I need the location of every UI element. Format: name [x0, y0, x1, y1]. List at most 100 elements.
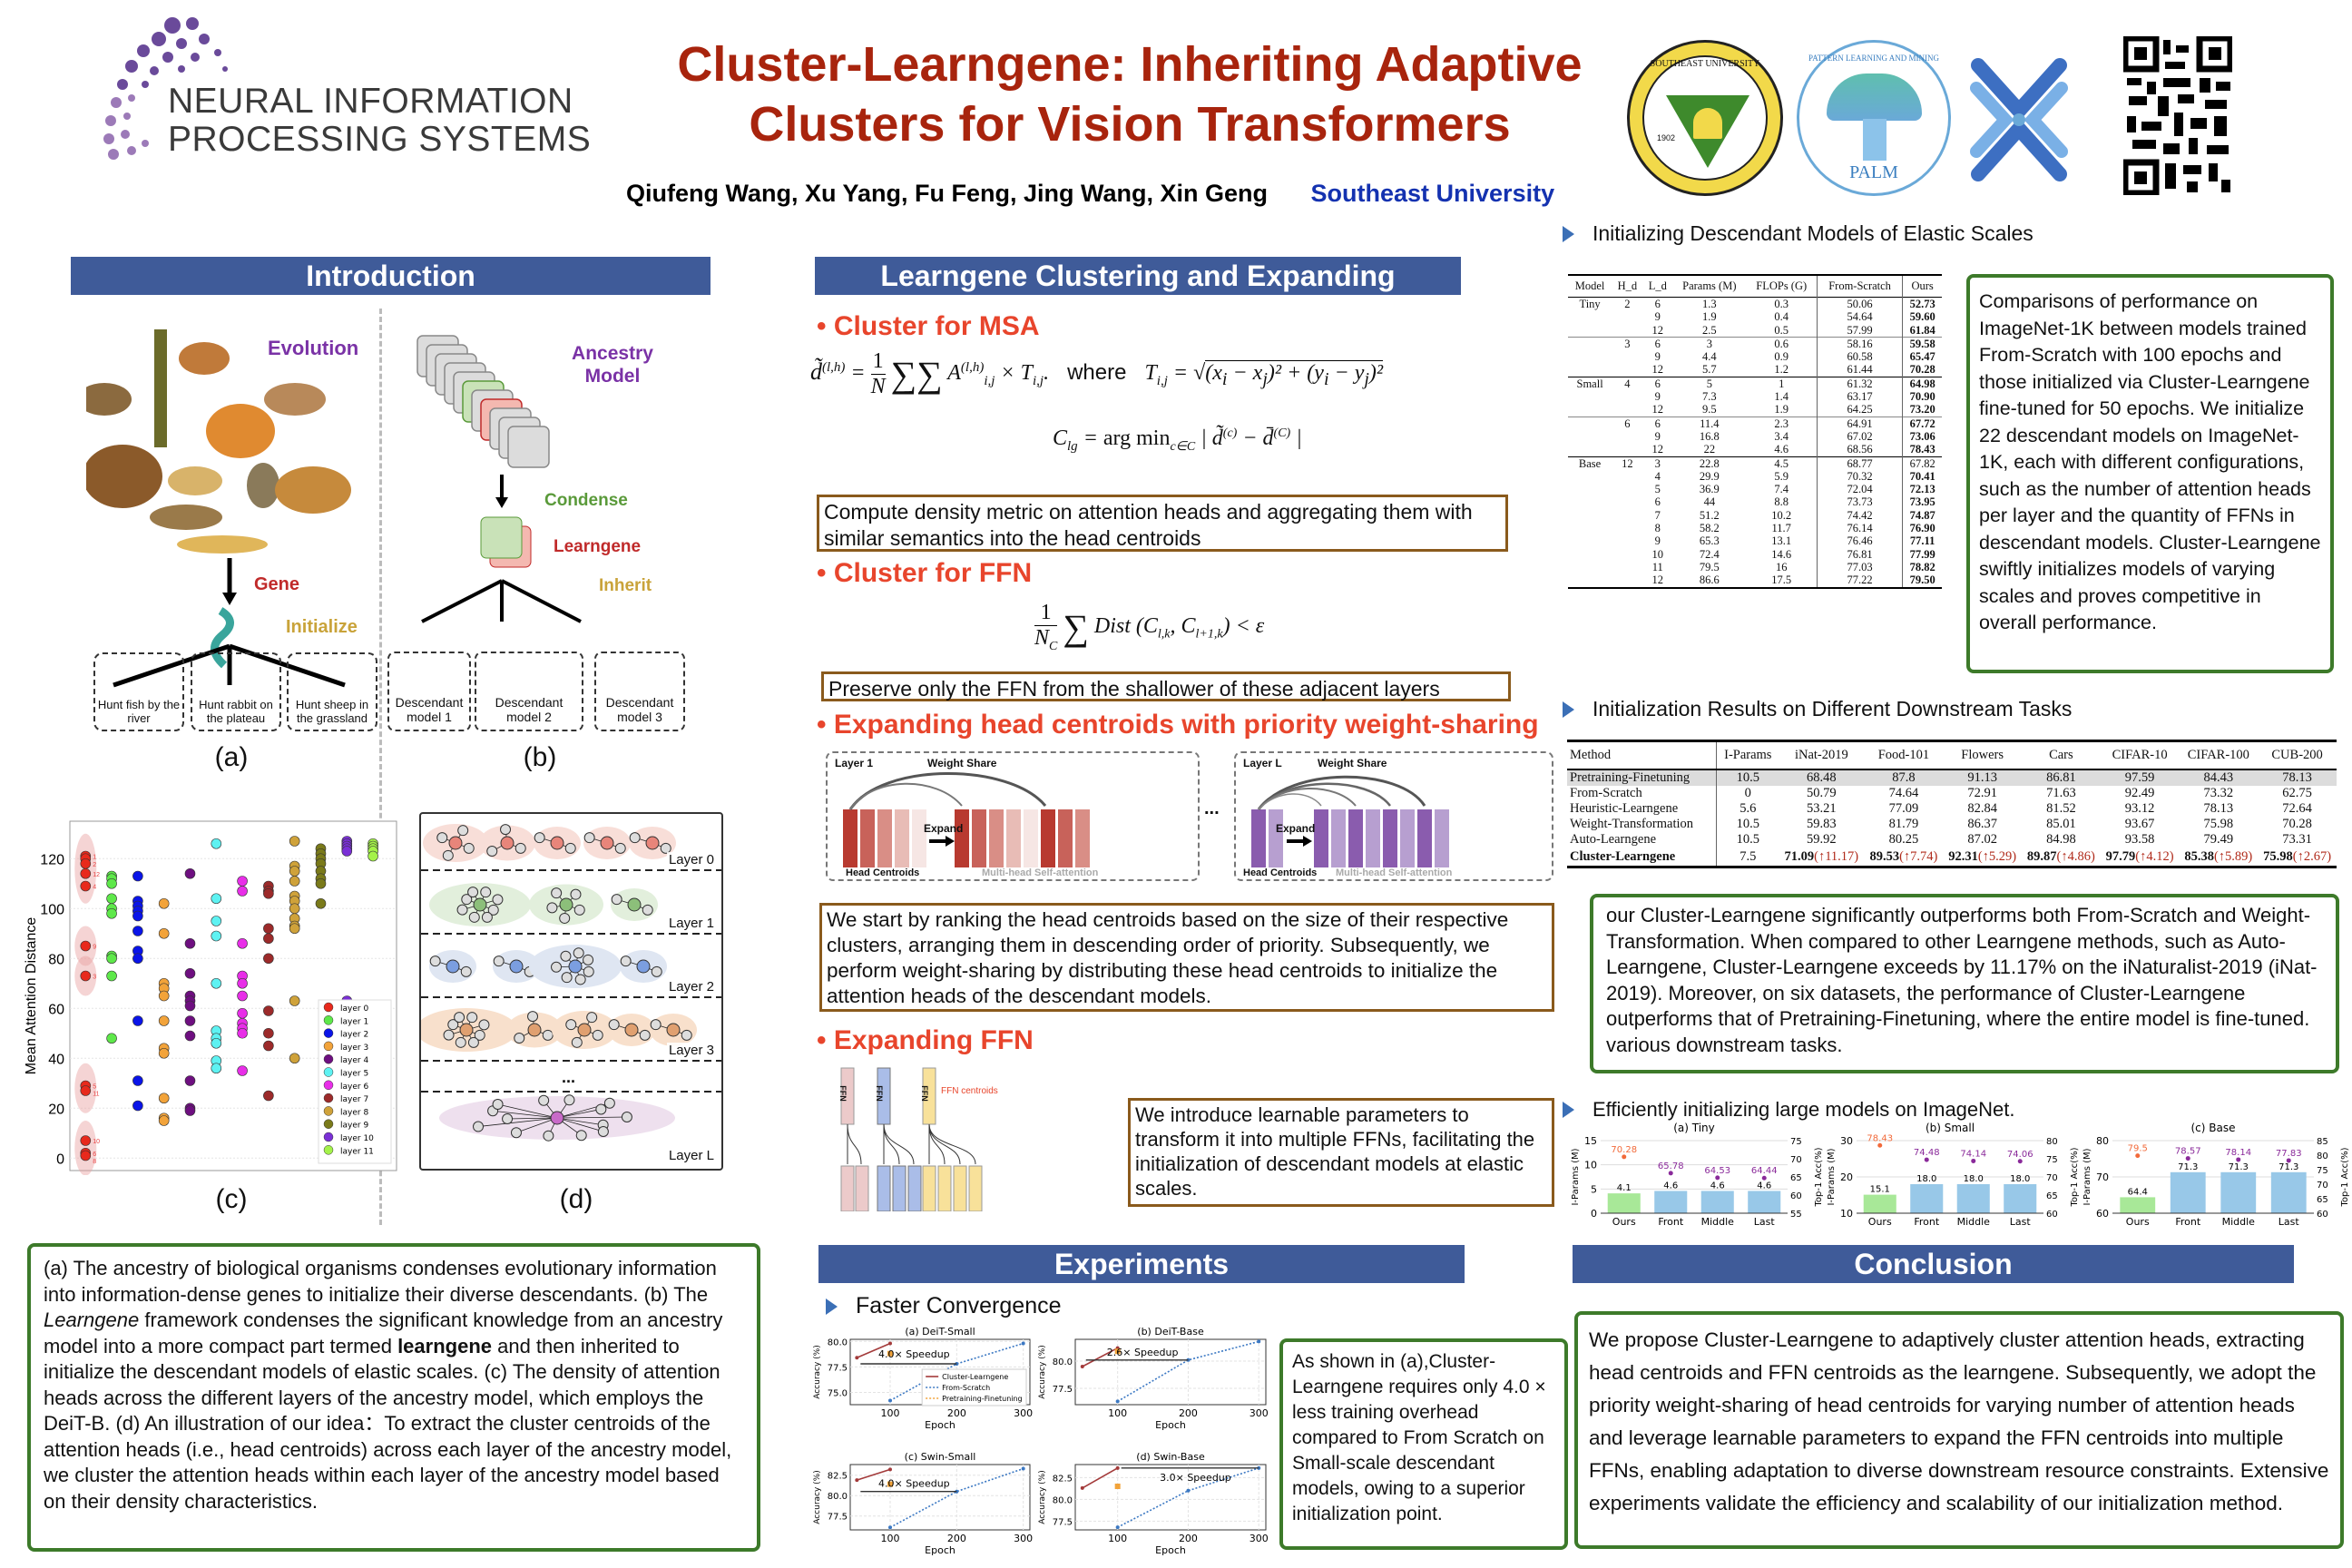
poster-title: Cluster-Learngene: Inheriting Adaptive C… [626, 34, 1633, 154]
data-point [132, 910, 143, 922]
head-centroid-node [627, 897, 642, 912]
table-cell: 13.1 [1771, 534, 1792, 548]
data-point [263, 1027, 274, 1039]
data-point [1021, 1466, 1025, 1471]
data-point [341, 846, 353, 857]
title-line-1: Cluster-Learngene: Inheriting Adaptive [677, 37, 1583, 92]
attention-head-node [614, 842, 626, 854]
head-centroid-node [459, 1023, 474, 1037]
data-point [955, 1489, 959, 1494]
table-cell: 77.11 [1902, 534, 1942, 548]
table-cell: 10.5 [1716, 817, 1779, 832]
table-cell: 89.53(↑7.74) [1865, 848, 1944, 867]
table-cell [1612, 350, 1642, 363]
qr-code[interactable] [2122, 34, 2234, 197]
table-cell: 79.50 [1902, 573, 1942, 588]
learngene-label: Learngene [554, 537, 642, 556]
bullet-triangle-icon [1563, 225, 1574, 242]
attention-head-node [570, 888, 582, 900]
attention-head-node [527, 1011, 539, 1023]
table-cell: 58.16 [1816, 337, 1903, 351]
table-cell: Base [1578, 456, 1602, 470]
y-tick-label: 20 [48, 1102, 64, 1117]
member-edge [507, 1117, 558, 1120]
bar-value-label: 15.1 [1870, 1185, 1890, 1195]
table-cell: 0.5 [1774, 323, 1789, 337]
layer-L-label: Layer L [666, 1148, 716, 1163]
neurips-logo-text-2: PROCESSING SYSTEMS [168, 120, 592, 159]
table-cell [1568, 534, 1612, 547]
data-point [1186, 1357, 1191, 1362]
data-point [80, 858, 92, 869]
attention-head-node [447, 1019, 459, 1031]
neurips-logo-text-1: NEURAL INFORMATION [168, 82, 573, 121]
cluster-ffn-title: • Cluster for FFN [817, 558, 1033, 588]
y-tick-label: 80 [48, 952, 64, 967]
table-cell: 12 [1622, 456, 1633, 470]
table-cell: 36.9 [1699, 483, 1720, 496]
chart-title: (c) Base [2191, 1122, 2236, 1134]
attention-head-node [642, 904, 653, 916]
table-cell: 65.3 [1699, 534, 1720, 548]
table-cell [1612, 390, 1642, 403]
table-cell: Small [1576, 377, 1603, 390]
model-stack-illustration-icon [416, 335, 582, 623]
legend-label: Cluster-Learngene [942, 1373, 1008, 1381]
expanding-ffn-title: • Expanding FFN [817, 1025, 1034, 1055]
table-cell: 89.87(↑4.86) [2022, 848, 2101, 867]
data-point [1021, 1341, 1025, 1346]
y2-tick-label: 75 [2317, 1166, 2328, 1176]
member-edge [556, 1109, 602, 1119]
data-point [289, 995, 300, 1006]
table-cell: 6 [1654, 337, 1661, 350]
table-cell: 77.03 [1816, 560, 1903, 574]
table-cell: 68.77 [1816, 456, 1903, 470]
legend-label: layer 4 [340, 1056, 368, 1065]
x-axis-label: Epoch [1155, 1419, 1186, 1431]
bar-value-label: 18.0 [1964, 1174, 1984, 1184]
author-list: Qiufeng Wang, Xu Yang, Fu Feng, Jing Wan… [626, 180, 1268, 207]
table-cell: 67.02 [1816, 429, 1903, 444]
attention-head-node [592, 1029, 603, 1041]
data-point [106, 953, 117, 965]
head-centroid-node [666, 1023, 681, 1037]
data-point [211, 1063, 222, 1074]
table-cell: 61.84 [1902, 323, 1942, 338]
ffn-label-2: FFN [874, 1085, 884, 1102]
attention-head-node [500, 824, 512, 836]
table-cell [1612, 443, 1642, 456]
attention-head-node [583, 832, 595, 844]
large-models-title: Efficiently initializing large models on… [1592, 1098, 2015, 1121]
x-tick-label: Front [1914, 1216, 1940, 1228]
data-point [106, 877, 117, 889]
x-tick-label: Middle [1701, 1216, 1735, 1228]
descendant-model-2: Descendant model 2 [475, 652, 583, 731]
table-cell: 5 [1706, 377, 1712, 390]
table-cell [1612, 573, 1642, 587]
layer-0-label: Layer 0 [666, 852, 716, 867]
descendant-animal-3: Hunt sheep in the grassland [287, 652, 377, 731]
y2-tick-label: 85 [2317, 1137, 2328, 1147]
figure-d-clusters: Layer 0 Layer 1 Layer 2 Layer 3 ... Laye… [416, 812, 723, 1171]
y-tick-label: 120 [40, 852, 64, 867]
attention-head-node [473, 1121, 485, 1132]
table-cell: 5.9 [1774, 469, 1789, 483]
data-point [955, 1362, 959, 1366]
table-cell: 29.9 [1699, 469, 1720, 483]
series-line [1082, 1347, 1119, 1367]
attention-head-node [621, 1112, 632, 1123]
table-cell: 9 [1654, 390, 1661, 404]
attention-head-node [629, 832, 641, 844]
table-cell: 72.91 [1967, 786, 1997, 800]
accuracy-point [1924, 1157, 1929, 1162]
head-centroid-node [600, 836, 614, 850]
legend-marker [323, 1145, 334, 1155]
expand-head-explanation-box: We start by ranking the head centroids b… [819, 903, 1554, 1012]
y2-tick-label: 75 [2046, 1155, 2058, 1165]
